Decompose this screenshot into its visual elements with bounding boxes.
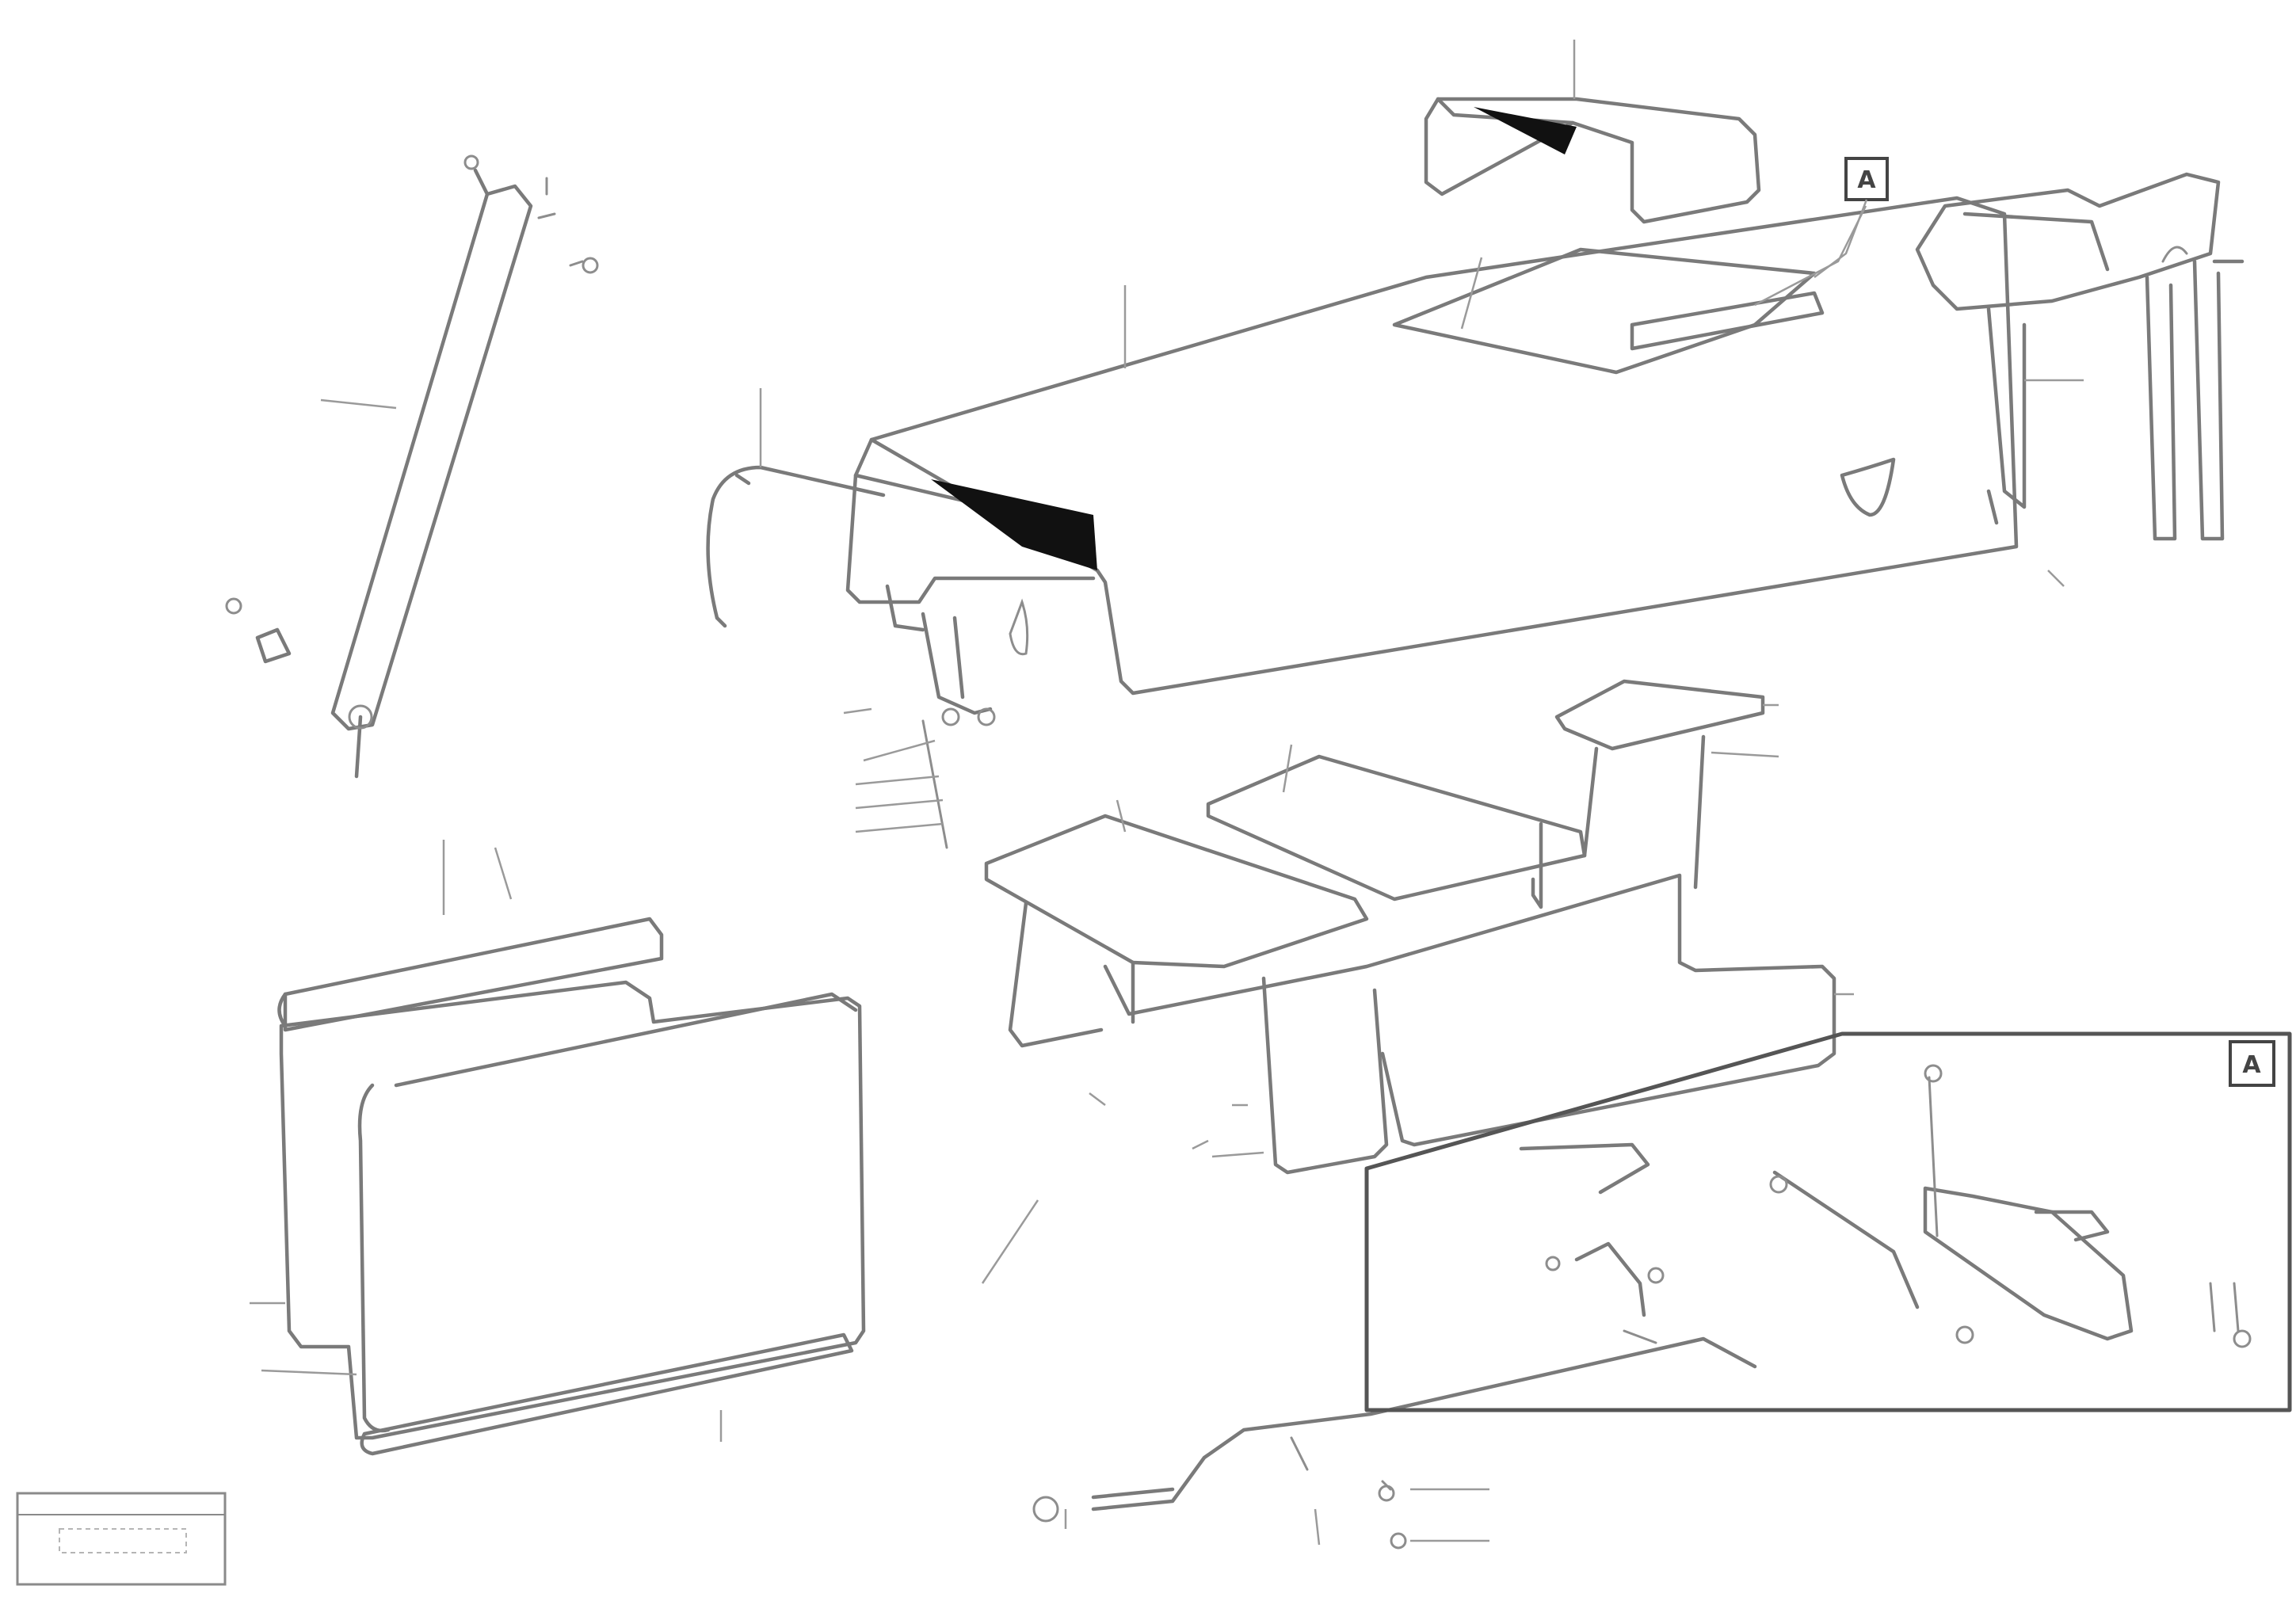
hood-stay: [706, 465, 886, 628]
hood-view-marker-label: A: [1857, 166, 1876, 194]
hood-view-marker-leader: [1814, 199, 1868, 278]
hood-view-marker: [1844, 157, 1889, 201]
detail-a-marker: [2229, 1040, 2275, 1087]
rear-bracket: [1915, 172, 2245, 541]
leader-lines: [250, 40, 2084, 1546]
radiator-side-panel: [277, 917, 866, 1456]
stamp-code-placeholder: [59, 1528, 187, 1553]
support-rod: [225, 154, 599, 779]
stamp-frame: [16, 1492, 227, 1586]
top-duct: [1424, 97, 1761, 224]
duct-shade: [1474, 107, 1577, 154]
detail-a-box: A: [1364, 1031, 2292, 1412]
exhaust-pipe: [1032, 1336, 1757, 1550]
hood-latch-hardware: [921, 598, 1029, 849]
hood-shade: [931, 479, 1097, 570]
lower-frame: [984, 679, 1836, 1175]
drawing-stamp: [16, 1492, 227, 1586]
engine-hood: [845, 196, 2019, 696]
detail-a-marker-label: A: [2242, 1051, 2261, 1079]
